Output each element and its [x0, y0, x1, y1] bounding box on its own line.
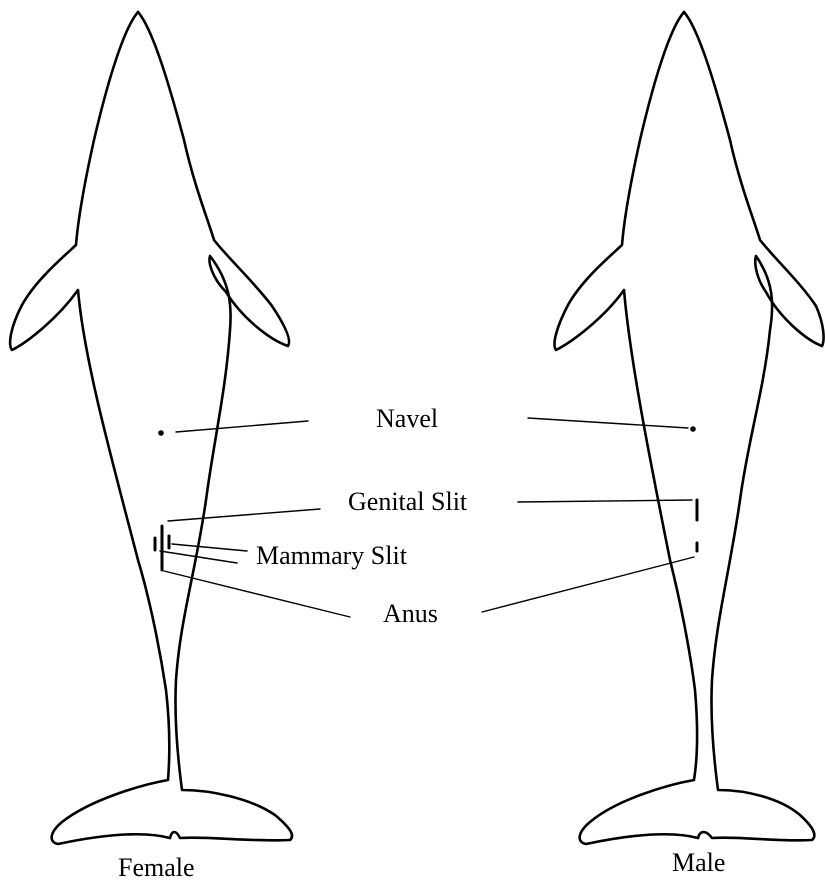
male-dolphin	[555, 12, 824, 844]
anus-leader-male	[482, 557, 694, 612]
female-dolphin-body-right	[138, 12, 292, 840]
mammary-slit-leader-upper	[172, 544, 247, 551]
anus-label: Anus	[383, 599, 438, 628]
female-dolphin	[10, 12, 292, 844]
genital-slit-leader-female	[168, 509, 320, 521]
navel-leader-female	[176, 421, 308, 432]
male-navel-mark	[690, 426, 696, 432]
female-navel-mark	[158, 430, 164, 436]
mammary-slit-label: Mammary Slit	[256, 541, 408, 570]
navel-leader-male	[528, 418, 688, 428]
navel-label: Navel	[376, 404, 438, 433]
female-label: Female	[118, 853, 195, 882]
genital-slit-leader-male	[518, 500, 692, 502]
anus-leader-female	[164, 571, 350, 617]
mammary-slit-leader-lower	[160, 551, 237, 563]
leader-lines	[160, 418, 694, 617]
male-dolphin-body-right	[684, 12, 824, 840]
male-label: Male	[672, 848, 725, 877]
female-dolphin-body-left	[10, 12, 170, 844]
genital-slit-label: Genital Slit	[348, 487, 468, 516]
male-dolphin-body-left	[555, 12, 699, 844]
